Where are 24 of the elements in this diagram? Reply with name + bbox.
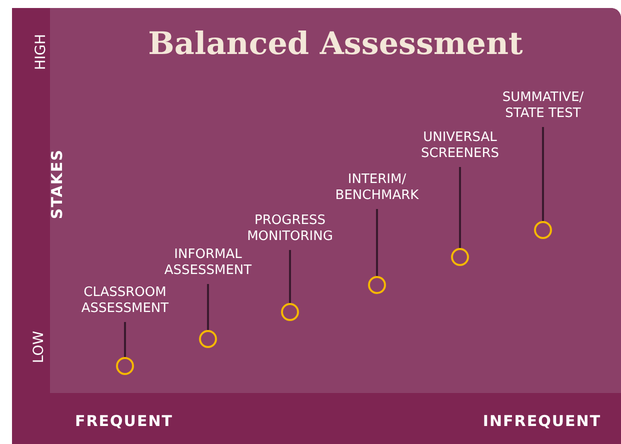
point-marker [534,221,552,239]
leader-line [542,127,544,221]
leader-line [289,250,291,303]
point-label: UNIVERSAL SCREENERS [408,130,512,162]
point-marker [368,276,386,294]
point-label: INFORMAL ASSESSMENT [156,247,260,279]
point-marker [116,357,134,375]
axis-label: HIGH [33,34,50,70]
leader-line [207,284,209,330]
axis-title: STAKES [48,148,66,219]
chart-title: Balanced Assessment [147,26,524,62]
point-label: SUMMATIVE/ STATE TEST [491,90,595,122]
point-label: INTERIM/ BENCHMARK [325,172,429,204]
point-label: CLASSROOM ASSESSMENT [73,285,177,317]
axis-label: FREQUENT [74,412,173,430]
leader-line [376,209,378,276]
leader-line [459,167,461,248]
point-label: PROGRESS MONITORING [238,213,342,245]
axis-label: LOW [31,330,48,363]
point-marker [451,248,469,266]
point-marker [199,330,217,348]
point-marker [281,303,299,321]
leader-line [124,322,126,357]
axis-label: INFREQUENT [482,412,602,430]
